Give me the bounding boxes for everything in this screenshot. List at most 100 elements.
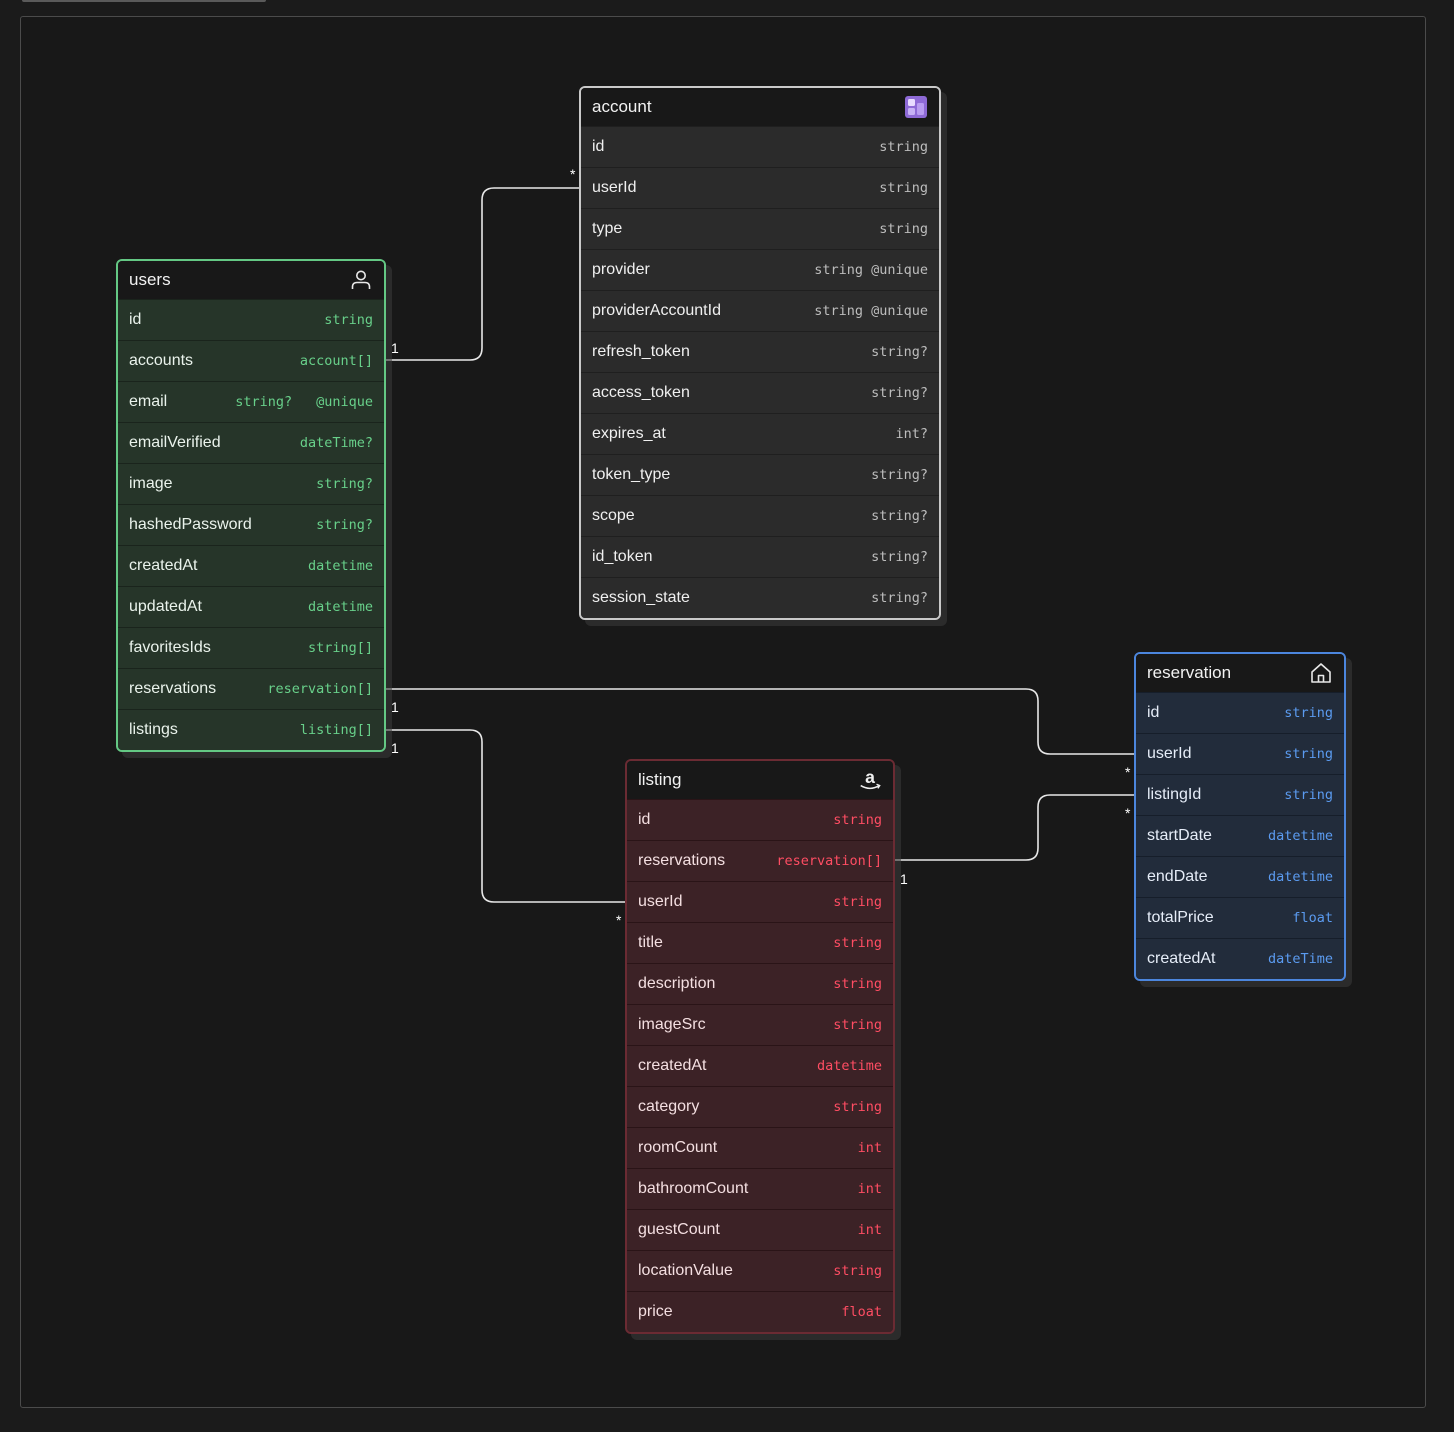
field-type: string [833,812,882,828]
field-row[interactable]: reservations reservation[] [118,668,384,709]
field-type: listing[] [299,722,373,738]
field-name: title [638,934,663,951]
field-name: reservations [129,680,217,697]
field-name: session_state [592,589,690,606]
field-type: account[] [299,353,373,369]
field-type: string [1284,705,1333,721]
table-header[interactable]: reservation [1136,654,1344,692]
field-name: accounts [129,352,194,369]
field-type: datetime [307,599,373,615]
field-name: listings [129,721,178,738]
field-name: createdAt [129,557,198,574]
field-type: datetime [1267,828,1333,844]
field-type: reservation[] [267,681,373,697]
field-name: favoritesIds [129,639,211,656]
field-row[interactable]: accounts account[] [118,340,384,381]
field-name: endDate [1147,868,1208,885]
field-row[interactable]: id_token string? [581,536,939,577]
top-tab-strip [22,0,266,2]
field-row[interactable]: updatedAt datetime [118,586,384,627]
field-name: token_type [592,466,671,483]
field-type: string [833,976,882,992]
field-row[interactable]: session_state string? [581,577,939,618]
field-type: string @unique [814,303,928,319]
table-header[interactable]: users [118,261,384,299]
table-title: account [592,97,652,116]
cardinality-one: 1 [900,871,908,887]
cardinality-many: * [616,912,622,928]
field-row[interactable]: userId string [1136,733,1344,774]
field-type: string [879,139,928,155]
field-row[interactable]: createdAt dateTime [1136,938,1344,979]
field-name: userId [592,179,637,196]
field-type: string [833,935,882,951]
field-type: string @unique [814,262,928,278]
field-name: userId [1147,745,1192,762]
user-icon [348,267,374,293]
field-type: datetime [1267,869,1333,885]
field-type: string? [316,517,373,533]
field-type: string? [871,385,928,401]
table-header[interactable]: listing a [627,761,893,799]
field-type: datetime [816,1058,882,1074]
field-type: string? [871,549,928,565]
field-row[interactable]: title string [627,922,893,963]
field-type: string [1284,746,1333,762]
field-name: id_token [592,548,653,565]
field-name: imageSrc [638,1016,706,1033]
field-type: reservation[] [776,853,882,869]
field-row[interactable]: listings listing[] [118,709,384,750]
field-name: roomCount [638,1139,718,1156]
house-icon [1308,660,1334,686]
table-header[interactable]: account [581,88,939,126]
svg-text:a: a [865,767,875,787]
field-type: string? [871,590,928,606]
field-name: guestCount [638,1221,720,1238]
field-name: image [129,475,173,492]
field-type: int [857,1222,882,1238]
field-type: dateTime [1267,951,1333,967]
field-name: updatedAt [129,598,202,615]
field-name: createdAt [1147,950,1216,967]
field-row[interactable]: endDate datetime [1136,856,1344,897]
cardinality-many: * [1125,764,1131,780]
field-row[interactable]: guestCount int [627,1209,893,1250]
